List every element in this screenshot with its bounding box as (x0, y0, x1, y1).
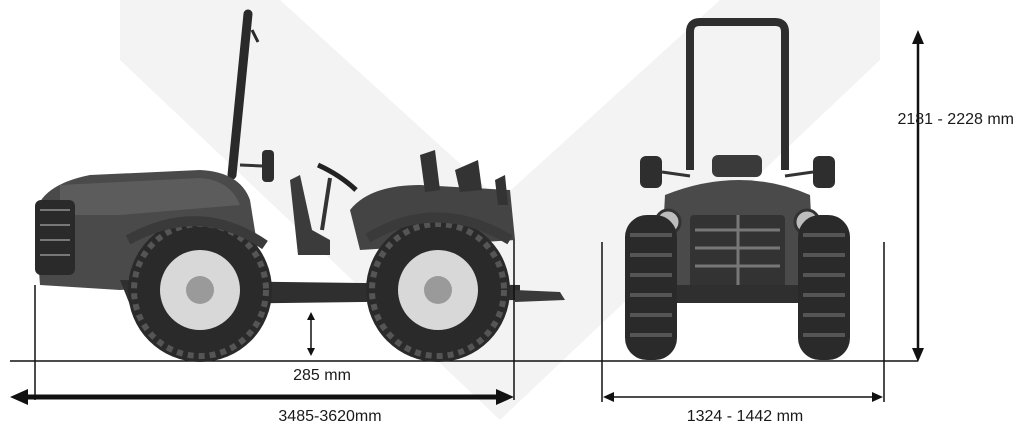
ground-clearance-label: 285 mm (293, 367, 351, 384)
width-label: 1324 - 1442 mm (687, 408, 804, 425)
tractor-front-view-icon (625, 18, 850, 360)
height-dimension (912, 30, 924, 362)
length-dimension (10, 240, 515, 405)
width-dimension (601, 242, 885, 402)
tractor-side-view-icon (35, 9, 565, 362)
height-label: 2181 - 2228 mm (897, 111, 1014, 128)
ground-clearance-dimension (307, 312, 315, 356)
length-label: 3485-3620mm (278, 408, 381, 425)
